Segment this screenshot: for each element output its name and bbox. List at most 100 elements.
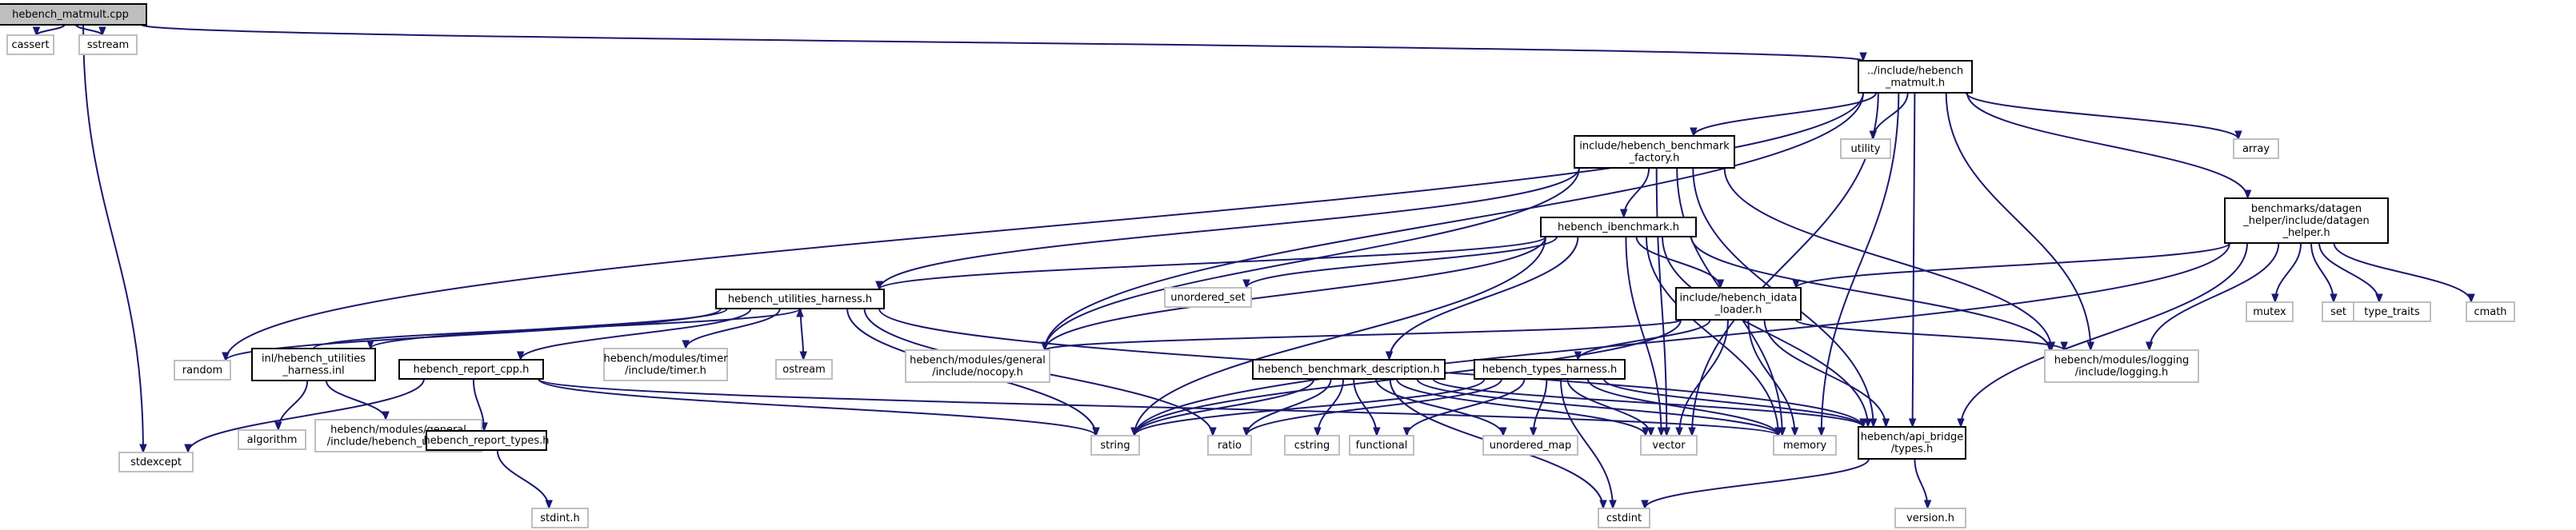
- node-box: [1540, 217, 1697, 237]
- node-label: benchmarks/datagen: [2251, 203, 2362, 215]
- node-hebench-types-harness-h[interactable]: hebench_types_harness.h: [1474, 359, 1626, 380]
- node-include-hebench-matmult-h[interactable]: ../include/hebench_matmult.h: [1858, 60, 1973, 94]
- node-label: _matmult.h: [1885, 78, 1945, 90]
- arrowhead: [1609, 500, 1617, 510]
- node-label: set: [2330, 306, 2346, 318]
- arrowhead: [1662, 427, 1671, 437]
- node-box: [715, 289, 885, 309]
- arrowhead: [480, 422, 488, 432]
- arrowhead: [2467, 293, 2475, 304]
- node-hebench-report-types-h[interactable]: hebench_report_types.h: [423, 430, 550, 451]
- node-hebench-api-bridge-types-h[interactable]: hebench/api_bridge/types.h: [1858, 426, 1966, 460]
- edge-line: [187, 378, 425, 453]
- arrowhead: [1599, 500, 1607, 510]
- edge-line: [1692, 92, 1878, 137]
- edge-n3-to-n6: [1869, 92, 1909, 141]
- node-box: [1598, 508, 1650, 528]
- node-hebench-utilities-harness-h[interactable]: hebench_utilities_harness.h: [715, 289, 885, 309]
- edge-n10-to-n13: [1635, 236, 1725, 289]
- node-hebench-ibenchmark-h[interactable]: hebench_ibenchmark.h: [1540, 217, 1697, 237]
- edge-line: [35, 24, 66, 36]
- arrowhead: [1373, 427, 1381, 437]
- node-label: hebench_report_types.h: [423, 435, 549, 447]
- arrowhead: [1864, 418, 1872, 428]
- arrowhead: [875, 281, 883, 291]
- node-box: [775, 359, 833, 380]
- node-label: array: [2242, 143, 2270, 155]
- node-label: sstream: [87, 39, 129, 51]
- edge-line: [225, 92, 1864, 361]
- node-box: [1284, 435, 1340, 456]
- edge-n24-to-n34: [1375, 378, 1507, 437]
- node-hebench-report-cpp-h[interactable]: hebench_report_cpp.h: [398, 359, 544, 380]
- arrowhead: [1716, 279, 1725, 289]
- edge-n8-to-n15: [2310, 242, 2338, 304]
- node-label: ratio: [1218, 440, 1242, 452]
- edge-line: [1602, 378, 1864, 428]
- node-stdint-h: stdint.h: [531, 508, 589, 528]
- node-unordered-map: unordered_map: [1482, 435, 1578, 456]
- arrowhead: [1923, 500, 1932, 510]
- edge-n13-to-n26: [1794, 319, 2068, 352]
- node-vector: vector: [1640, 435, 1698, 456]
- edge-n8-to-n16: [2318, 242, 2383, 304]
- edge-line: [1532, 378, 1548, 436]
- arrowhead: [796, 307, 804, 317]
- edge-line: [1622, 167, 1650, 218]
- node-hebench-modules-timer-include-timer-h: hebench/modules/timer/include/timer.h: [603, 348, 728, 381]
- node-sstream: sstream: [78, 34, 138, 55]
- edge-n29-to-n37: [496, 449, 553, 510]
- edge-n0-to-n4: [82, 24, 147, 454]
- node-box: [2044, 349, 2199, 383]
- node-cstdint: cstdint: [1598, 508, 1650, 528]
- node-inl-hebench-utilities-harness-inl[interactable]: inl/hebench_utilities_harness.inl: [251, 348, 376, 381]
- node-box: [1640, 435, 1698, 456]
- node-benchmarks-datagen-helper-include-datagen-helper-h[interactable]: benchmarks/datagen_helper/include/datage…: [2224, 197, 2389, 244]
- node-hebench-matmult-cpp[interactable]: hebench_matmult.cpp: [0, 3, 147, 26]
- node-label: /include/logging.h: [2075, 367, 2168, 379]
- node-box: [1858, 426, 1966, 460]
- arrowhead: [1642, 427, 1650, 437]
- edge-line: [1747, 319, 1796, 436]
- node-label: type_traits: [2364, 306, 2420, 318]
- edge-n12-to-n20: [516, 308, 752, 361]
- edge-line: [2148, 242, 2280, 351]
- edge-n12-to-n21: [682, 308, 781, 350]
- edge-n25-to-n35: [1566, 378, 1655, 437]
- edge-n25-to-n9: [1602, 378, 1867, 428]
- node-version-h: version.h: [1894, 508, 1966, 528]
- edge-line: [538, 378, 1097, 436]
- node-label: cmath: [2474, 306, 2506, 318]
- edge-n5-to-n35: [1655, 167, 1671, 437]
- node-box: [1858, 60, 1973, 94]
- node-box: [1164, 287, 1252, 308]
- node-label: mutex: [2253, 306, 2286, 318]
- edge-line: [1388, 236, 1579, 361]
- edge-n8-to-n14: [2271, 242, 2302, 304]
- node-box: [2233, 138, 2279, 159]
- node-hebench-benchmark-description-h[interactable]: hebench_benchmark_description.h: [1252, 359, 1446, 380]
- edge-line: [1396, 378, 1646, 436]
- edge-n8-to-n30: [1130, 242, 2230, 437]
- arrowhead: [1790, 427, 1799, 437]
- arrowhead: [98, 26, 106, 37]
- arrowhead: [682, 340, 690, 350]
- arrowhead: [1646, 427, 1655, 437]
- edge-n20-to-n4: [184, 378, 425, 454]
- arrowhead: [1957, 418, 1965, 428]
- edge-line: [1794, 319, 2066, 351]
- edge-n25-to-n31: [1242, 378, 1502, 437]
- node-label: hebench_types_harness.h: [1482, 364, 1617, 376]
- edge-n20-to-n29: [472, 378, 488, 432]
- node-label: ostream: [782, 364, 826, 376]
- edge-line: [1820, 92, 1900, 436]
- edge-n24-to-n33: [1353, 378, 1381, 437]
- node-include-hebench-idata-loader-h[interactable]: include/hebench_idata_loader.h: [1675, 287, 1802, 321]
- node-include-hebench-benchmark-factory-h[interactable]: include/hebench_benchmark_factory.h: [1574, 135, 1735, 169]
- edge-n13-to-n23: [1041, 319, 1682, 352]
- node-memory: memory: [1773, 435, 1837, 456]
- edge-line: [878, 236, 1546, 290]
- node-label: algorithm: [247, 434, 298, 446]
- node-hebench-modules-logging-include-logging-h: hebench/modules/logging/include/logging.…: [2044, 349, 2199, 383]
